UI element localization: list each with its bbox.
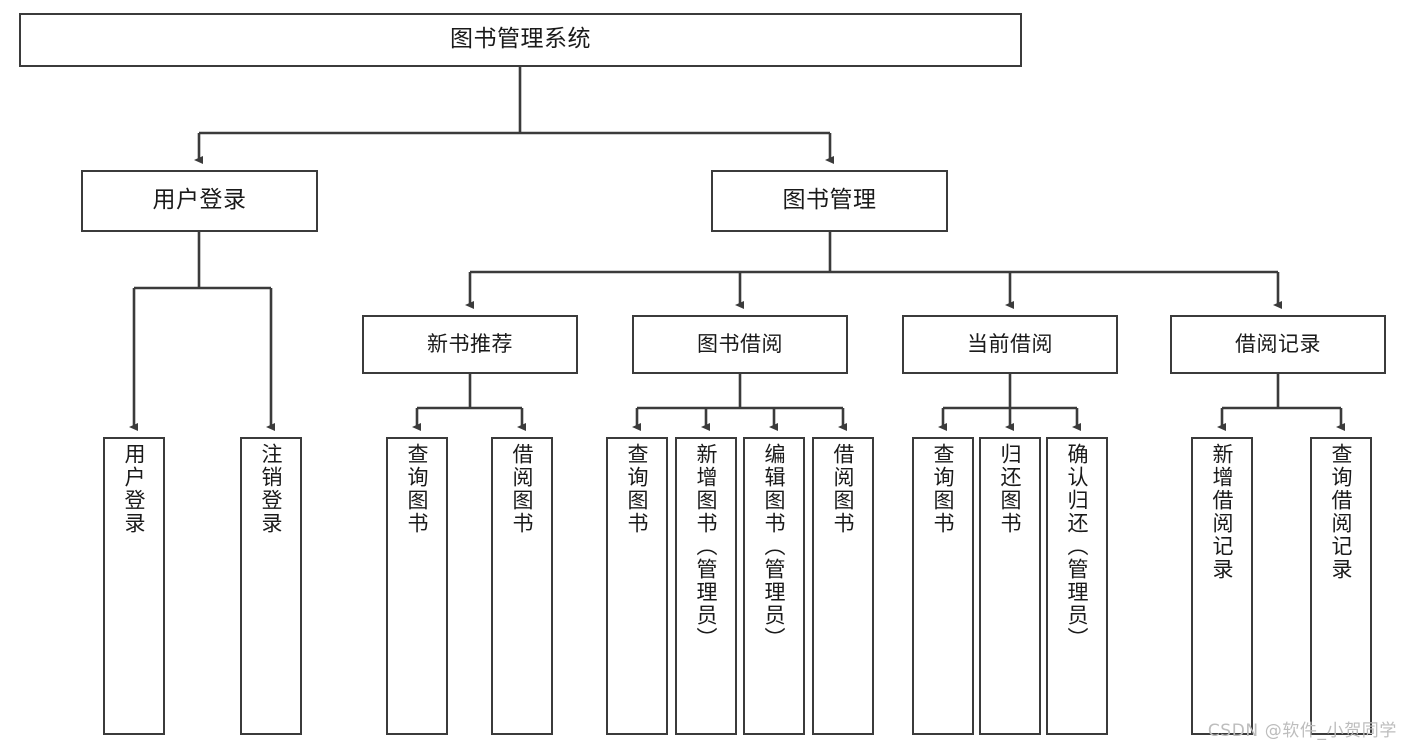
node-label: 编辑图书（管理员） (762, 443, 787, 650)
node-leaf-return-book[interactable]: 归还图书 (979, 437, 1041, 735)
node-current-borrow[interactable]: 当前借阅 (902, 315, 1118, 374)
node-label: 查询图书 (405, 443, 430, 535)
node-leaf-add-book[interactable]: 新增图书（管理员） (675, 437, 737, 735)
node-leaf-borrow-book[interactable]: 借阅图书 (812, 437, 874, 735)
node-label: 查询图书 (625, 443, 650, 535)
node-leaf-query-book-recommend[interactable]: 查询图书 (386, 437, 448, 735)
node-leaf-add-borrow-record[interactable]: 新增借阅记录 (1191, 437, 1253, 735)
node-label: 用户登录 (152, 187, 247, 214)
node-label: 借阅图书 (510, 443, 535, 535)
node-label: 用户登录 (122, 443, 147, 535)
node-label: 图书管理 (782, 187, 877, 214)
node-label: 当前借阅 (967, 331, 1053, 356)
node-label: 查询图书 (931, 443, 956, 535)
node-label: 借阅图书 (831, 443, 856, 535)
node-label: 注销登录 (259, 443, 284, 535)
node-borrow-record[interactable]: 借阅记录 (1170, 315, 1386, 374)
node-leaf-borrow-book-recommend[interactable]: 借阅图书 (491, 437, 553, 735)
node-leaf-query-book-borrow[interactable]: 查询图书 (606, 437, 668, 735)
node-label: 查询借阅记录 (1329, 443, 1354, 581)
node-label: 新书推荐 (427, 331, 513, 356)
node-user-login[interactable]: 用户登录 (81, 170, 318, 232)
node-leaf-user-login[interactable]: 用户登录 (103, 437, 165, 735)
node-leaf-query-borrow-record[interactable]: 查询借阅记录 (1310, 437, 1372, 735)
node-leaf-confirm-return[interactable]: 确认归还（管理员） (1046, 437, 1108, 735)
node-leaf-logout-login[interactable]: 注销登录 (240, 437, 302, 735)
node-leaf-edit-book[interactable]: 编辑图书（管理员） (743, 437, 805, 735)
node-label: 图书管理系统 (450, 26, 591, 53)
node-book-manage[interactable]: 图书管理 (711, 170, 948, 232)
node-new-book-recommend[interactable]: 新书推荐 (362, 315, 578, 374)
node-label: 借阅记录 (1235, 331, 1321, 356)
node-root-system[interactable]: 图书管理系统 (19, 13, 1022, 67)
node-label: 新增图书（管理员） (694, 443, 719, 650)
node-leaf-query-book-current[interactable]: 查询图书 (912, 437, 974, 735)
node-label: 确认归还（管理员） (1065, 443, 1090, 650)
node-label: 图书借阅 (697, 331, 783, 356)
node-label: 新增借阅记录 (1210, 443, 1235, 581)
node-label: 归还图书 (998, 443, 1023, 535)
node-book-borrow[interactable]: 图书借阅 (632, 315, 848, 374)
